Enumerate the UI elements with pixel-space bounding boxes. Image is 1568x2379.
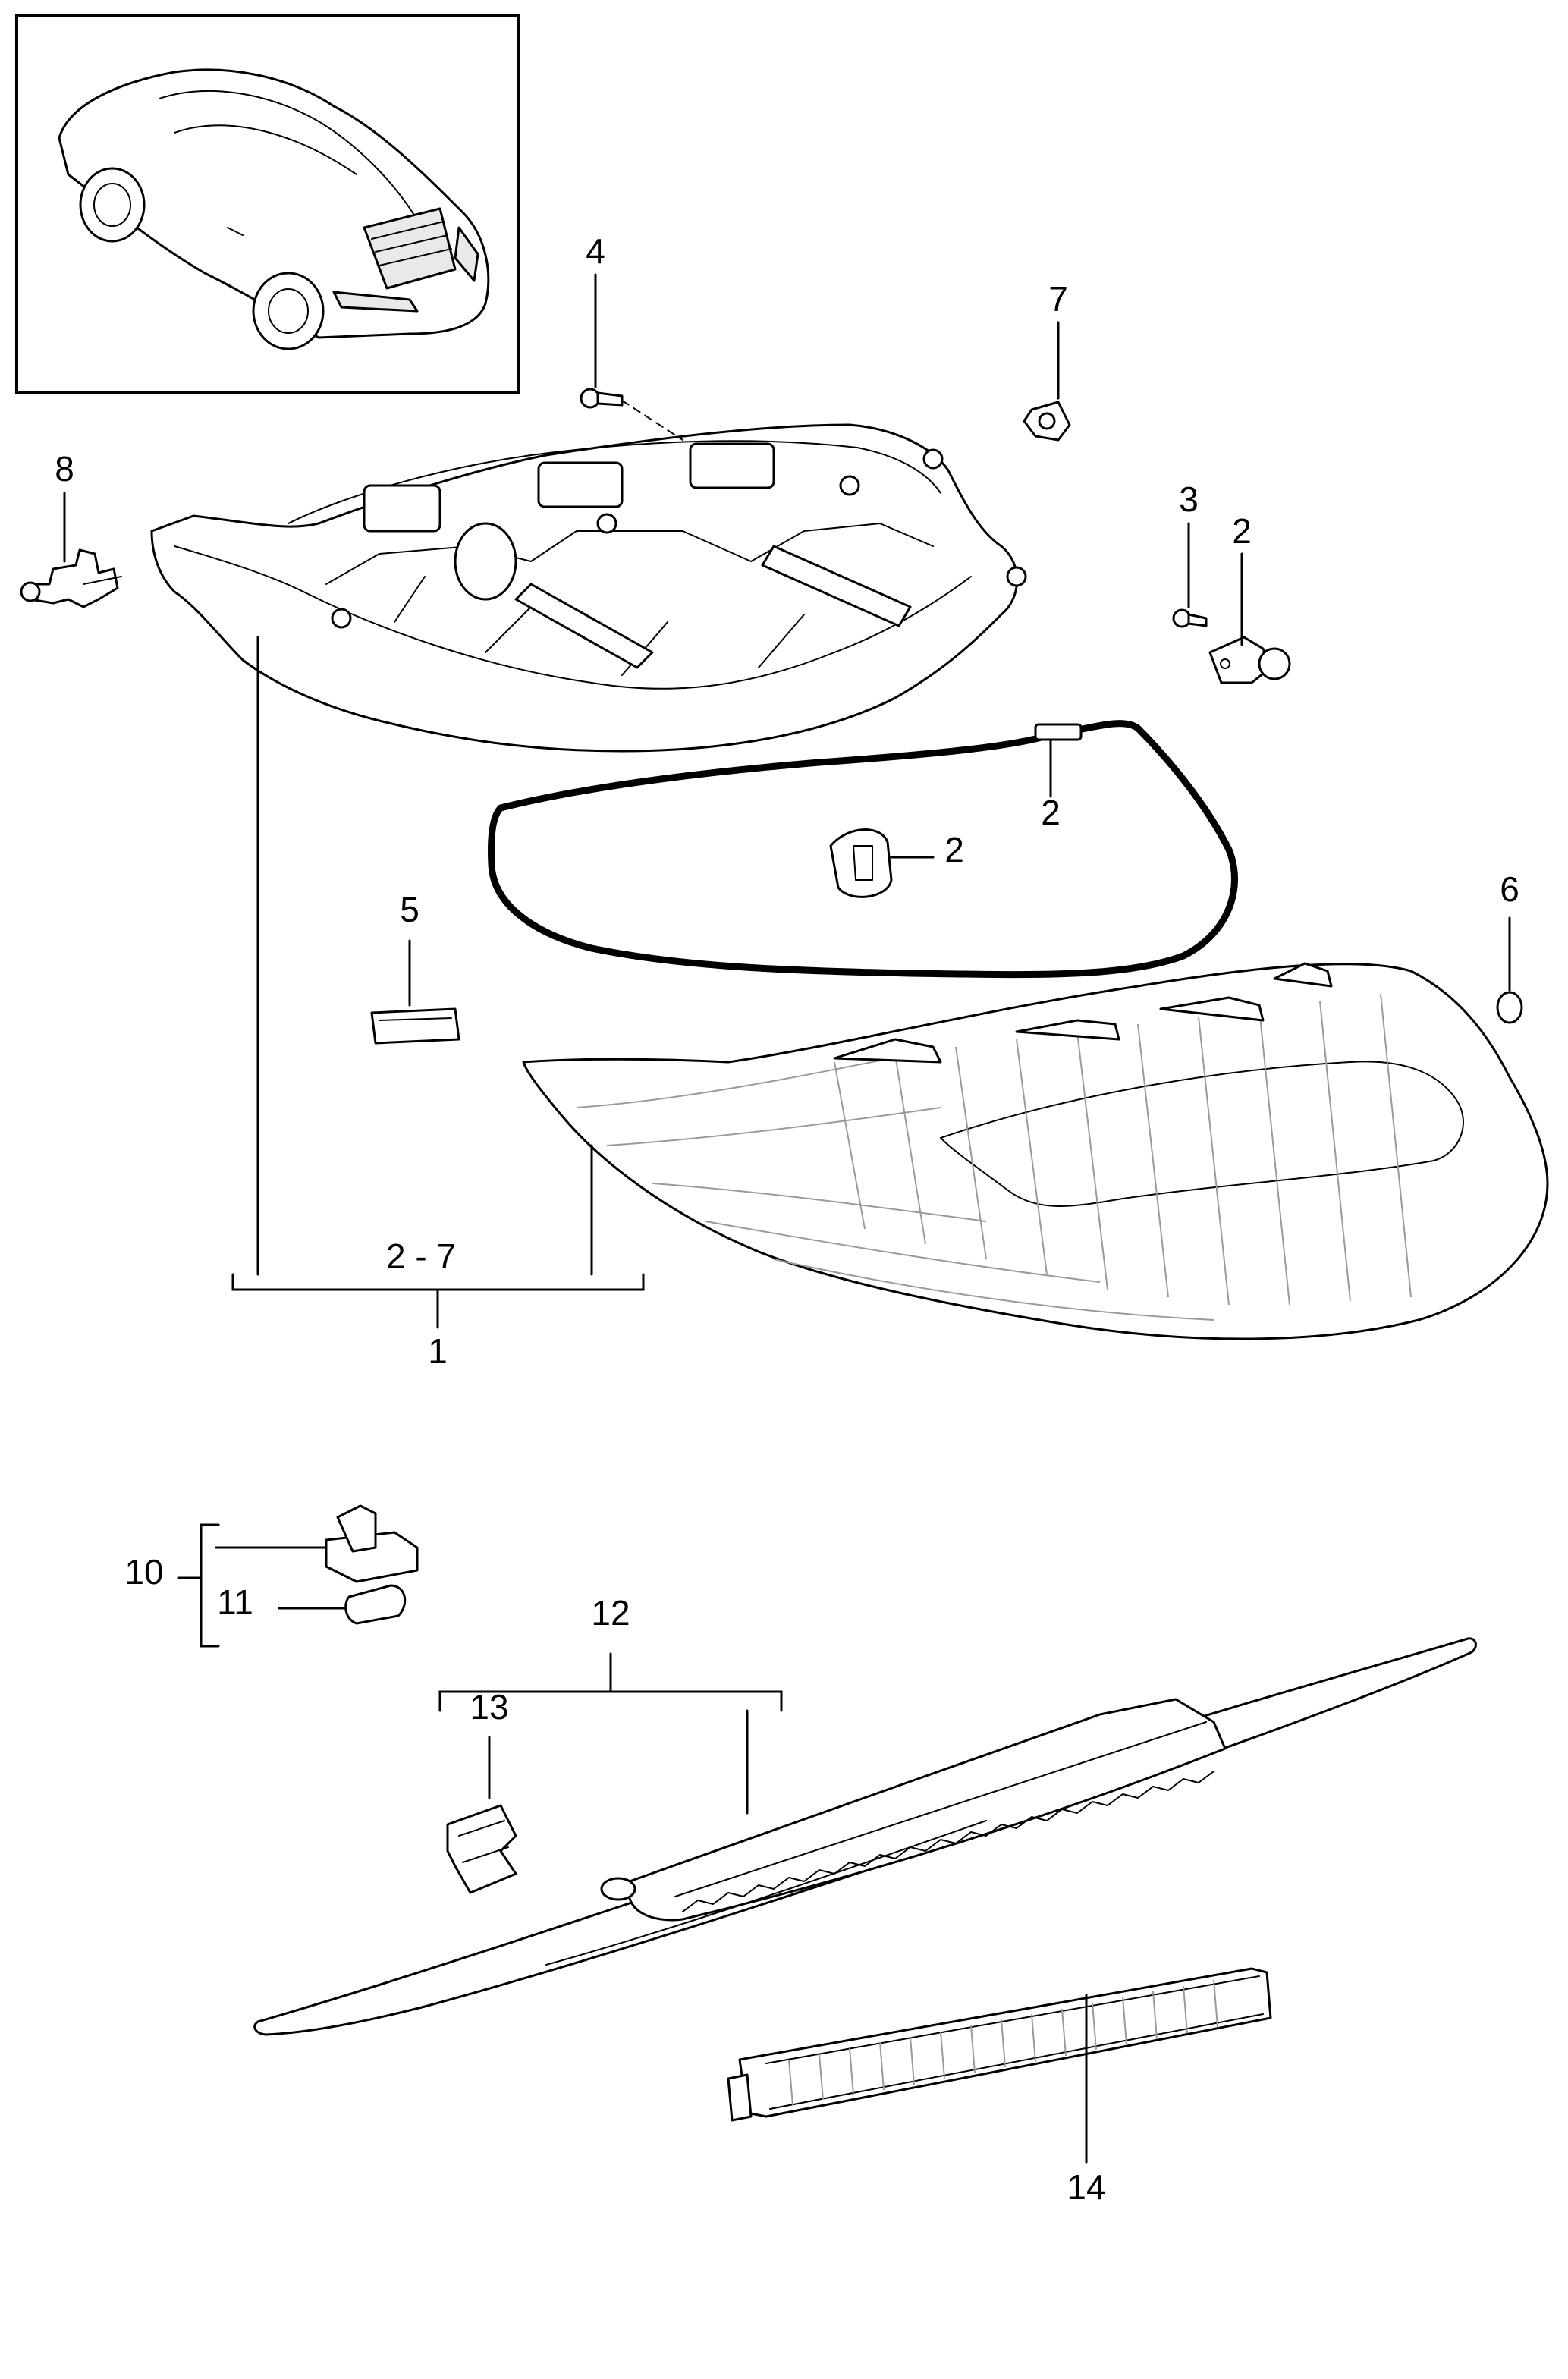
callout-10: 10 — [124, 1552, 163, 1592]
part-8-connector — [20, 548, 122, 608]
callout-4: 4 — [586, 231, 605, 271]
leader-lines — [63, 273, 1511, 2164]
part-2-grommet — [829, 828, 893, 898]
part-13-clip — [446, 1804, 517, 1894]
tail-light-lens — [522, 962, 1549, 1340]
car-silhouette — [58, 68, 490, 350]
part-12-third-brake-light — [253, 1637, 1477, 2036]
part-2-seal — [488, 720, 1238, 979]
callout-13: 13 — [470, 1687, 508, 1727]
part-4-screw — [580, 388, 683, 441]
part-3-screw — [1172, 608, 1208, 628]
callout-3: 3 — [1179, 479, 1199, 519]
part-14-led-strip — [727, 1967, 1272, 2122]
part-11-bulb — [344, 1584, 407, 1625]
callout-6: 6 — [1500, 869, 1519, 909]
part-10-retainer — [325, 1504, 419, 1583]
callout-8: 8 — [55, 449, 74, 489]
callout-2-seal: 2 — [1041, 793, 1061, 832]
tail-light-housing — [150, 423, 1027, 753]
callout-1: 1 — [428, 1331, 448, 1371]
callout-5: 5 — [400, 890, 419, 929]
part-2-bulb-holder — [1208, 636, 1291, 684]
part-5-insert — [370, 1007, 460, 1045]
callout-2-grommet: 2 — [944, 830, 964, 869]
callout-14: 14 — [1067, 2167, 1105, 2207]
callout-labels: 4 7 8 3 2 2 2 5 6 2 - 7 1 10 11 12 13 14 — [55, 231, 1519, 2207]
callout-2-7: 2 - 7 — [386, 1237, 456, 1276]
callout-12: 12 — [591, 1593, 630, 1633]
callout-2-bulb: 2 — [1232, 511, 1252, 551]
callout-11: 11 — [217, 1582, 253, 1622]
callout-7: 7 — [1048, 279, 1068, 319]
part-6-o-ring — [1496, 991, 1523, 1024]
vehicle-locator-inset — [15, 14, 520, 394]
part-7-clip — [1023, 401, 1071, 442]
